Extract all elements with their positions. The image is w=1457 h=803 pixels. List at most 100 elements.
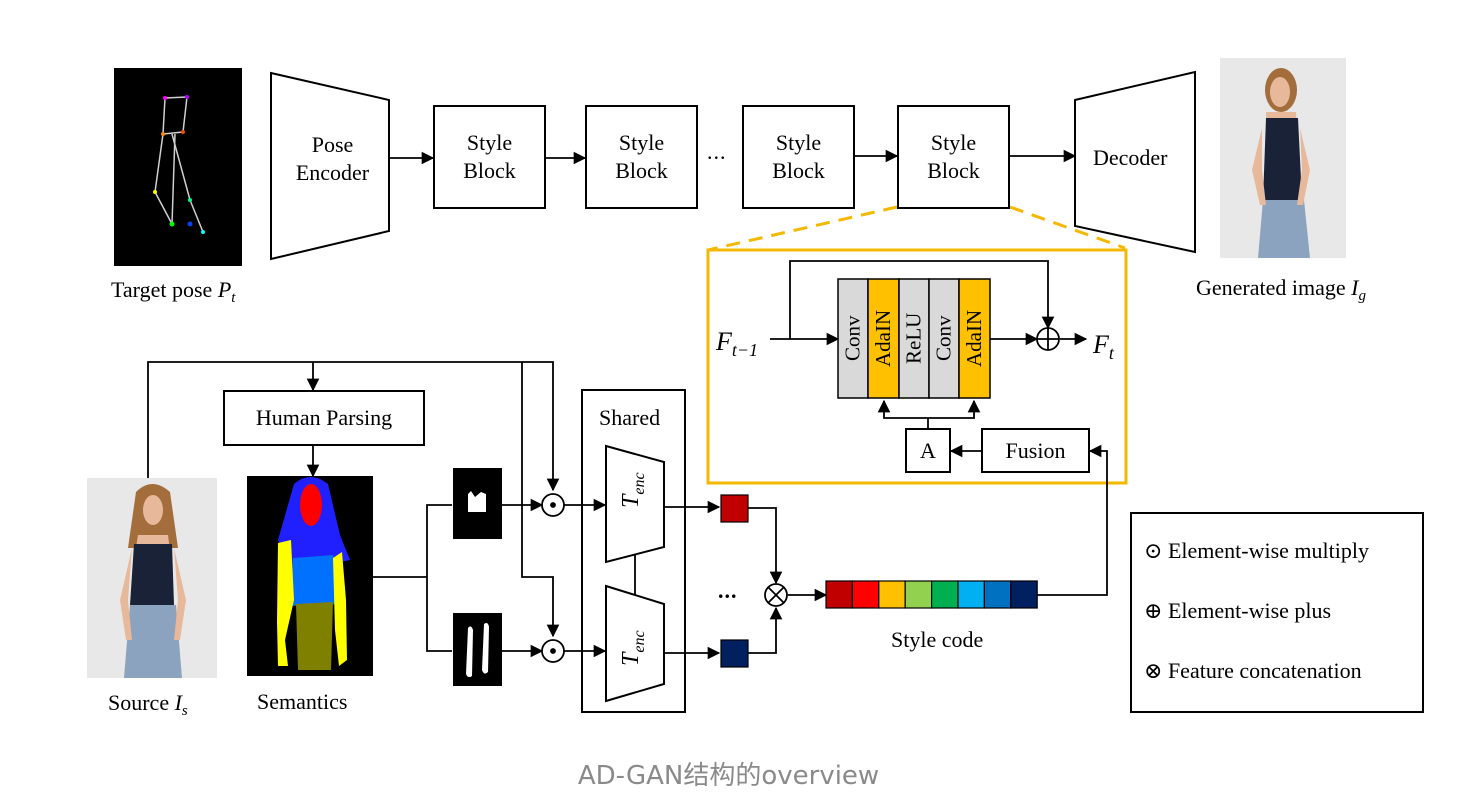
- generated-image-subscript: g: [1358, 288, 1366, 305]
- legend-multiply: ⊙ Element-wise multiply: [1144, 538, 1369, 564]
- output-feature-symbol: F: [1093, 330, 1109, 359]
- feature-concatenation-symbol: [764, 583, 788, 607]
- shared-encoder-box: [581, 389, 686, 713]
- element-wise-multiply-top: [541, 493, 565, 517]
- layer-conv-2: [928, 278, 960, 399]
- skip-connection: [789, 260, 1055, 339]
- style-block-detail-panel: [706, 248, 1128, 485]
- arrow-navy-code-to-concat: [748, 606, 783, 654]
- shared-label: Shared: [599, 405, 661, 430]
- target-pose-text: Target pose: [111, 277, 218, 302]
- input-feature-label: Ft−1: [716, 329, 758, 361]
- target-pose-image: [114, 68, 242, 266]
- layer-adain-2: [958, 278, 991, 399]
- legend-box: ⊙ Element-wise multiply ⊕ Element-wise p…: [1130, 512, 1424, 713]
- generated-image-caption: Generated image Ig: [1196, 277, 1366, 304]
- style-code-cell: [851, 580, 880, 609]
- part-code-navy: [720, 639, 749, 668]
- style-code-cell: [983, 580, 1012, 609]
- fusion-box: Fusion: [981, 428, 1090, 473]
- input-feature-symbol: F: [716, 327, 732, 356]
- source-image-photo: [87, 478, 217, 678]
- output-feature-subscript: t: [1108, 343, 1114, 364]
- element-wise-multiply-bottom: [541, 639, 565, 663]
- source-top-line: [147, 361, 560, 492]
- generated-image-symbol: I: [1351, 275, 1359, 300]
- tenc-bottom-subscript: enc: [630, 630, 648, 653]
- layer-adain-1-label: AdaIN: [871, 309, 895, 368]
- semantics-image: [247, 476, 373, 676]
- source-subscript: s: [181, 703, 188, 720]
- tenc-top-subscript: enc: [630, 472, 648, 495]
- pose-encoder-label: Pose Encoder: [295, 132, 370, 185]
- layer-relu-label: ReLU: [901, 312, 926, 365]
- style-block-3-label: Style Block: [772, 130, 825, 183]
- style-block-1-label: Style Block: [463, 130, 516, 183]
- target-pose-symbol: P: [217, 277, 232, 302]
- source-caption: Source Is: [108, 692, 188, 719]
- element-wise-plus-symbol: [1036, 327, 1060, 351]
- part-code-red: [720, 494, 749, 523]
- style-code-cell: [878, 580, 906, 609]
- style-block-3: Style Block: [742, 105, 855, 209]
- style-code-cell: [825, 580, 853, 609]
- style-code-bar: [825, 580, 1038, 609]
- semantics-caption: Semantics: [257, 689, 348, 714]
- legend-multiply-label: Element-wise multiply: [1167, 538, 1369, 563]
- plus-legend-icon: ⊕: [1144, 598, 1163, 623]
- mask-top-image: [453, 468, 502, 539]
- decoder-label: Decoder: [1093, 145, 1168, 170]
- pose-encoder-shape: [270, 71, 390, 261]
- style-block-4: Style Block: [897, 105, 1010, 209]
- tenc-top-shape: [605, 444, 665, 564]
- style-block-2-label: Style Block: [615, 130, 668, 183]
- source-to-lower-multiply: [521, 362, 560, 638]
- layer-stack: [837, 278, 991, 399]
- layer-conv-2-label: Conv: [931, 315, 956, 362]
- arrow-red-code-to-concat: [748, 507, 783, 585]
- semantics-to-mask-bottom: [426, 577, 452, 652]
- multiply-legend-icon: ⊙: [1144, 538, 1163, 563]
- layer-adain-2-label: AdaIN: [962, 309, 986, 368]
- decoder-shape: [1074, 70, 1196, 254]
- legend-plus-label: Element-wise plus: [1167, 598, 1332, 623]
- human-parsing-box: Human Parsing: [223, 390, 425, 446]
- tenc-bottom-label: Tenc: [618, 630, 648, 666]
- arrow-a-to-adain2: [928, 399, 981, 419]
- source-text: Source: [108, 690, 175, 715]
- target-pose-caption: Target pose Pt: [111, 279, 235, 306]
- bottom-ellipsis: ...: [718, 578, 738, 603]
- concat-legend-icon: ⊗: [1144, 658, 1163, 683]
- a-box: A: [905, 428, 951, 473]
- tenc-top-label: Tenc: [618, 472, 648, 508]
- style-code-caption: Style code: [891, 627, 984, 652]
- fusion-label: Fusion: [1005, 437, 1066, 463]
- style-code-cell: [904, 580, 933, 609]
- generated-image-text: Generated image: [1196, 275, 1352, 300]
- style-code-cell: [957, 580, 985, 609]
- generated-image-photo: [1220, 58, 1346, 258]
- semantics-to-mask-top: [426, 504, 452, 577]
- input-feature-subscript: t−1: [731, 340, 759, 361]
- layer-conv-1-label: Conv: [840, 315, 865, 362]
- arrow-style-code-to-fusion: [1037, 444, 1108, 596]
- output-feature-label: Ft: [1093, 332, 1114, 364]
- target-pose-subscript: t: [231, 290, 236, 307]
- zoom-dash-right: [1009, 205, 1126, 250]
- a-box-label: A: [920, 437, 936, 463]
- style-block-4-label: Style Block: [927, 130, 980, 183]
- style-code-cell: [930, 580, 959, 609]
- top-ellipsis: ...: [707, 139, 727, 164]
- zoom-dash-left: [707, 205, 898, 252]
- figure-caption: AD-GAN结构的overview: [577, 761, 880, 791]
- legend-concat-label: Feature concatenation: [1167, 658, 1362, 683]
- layer-relu: [898, 278, 930, 399]
- style-block-2: Style Block: [585, 105, 698, 209]
- tenc-bottom-symbol: T: [618, 652, 644, 666]
- human-parsing-label: Human Parsing: [255, 405, 393, 430]
- source-symbol: I: [174, 690, 182, 715]
- arrow-a-to-adain1: [877, 399, 928, 419]
- legend-concat: ⊗ Feature concatenation: [1144, 658, 1362, 684]
- tenc-bottom-shape: [605, 584, 665, 703]
